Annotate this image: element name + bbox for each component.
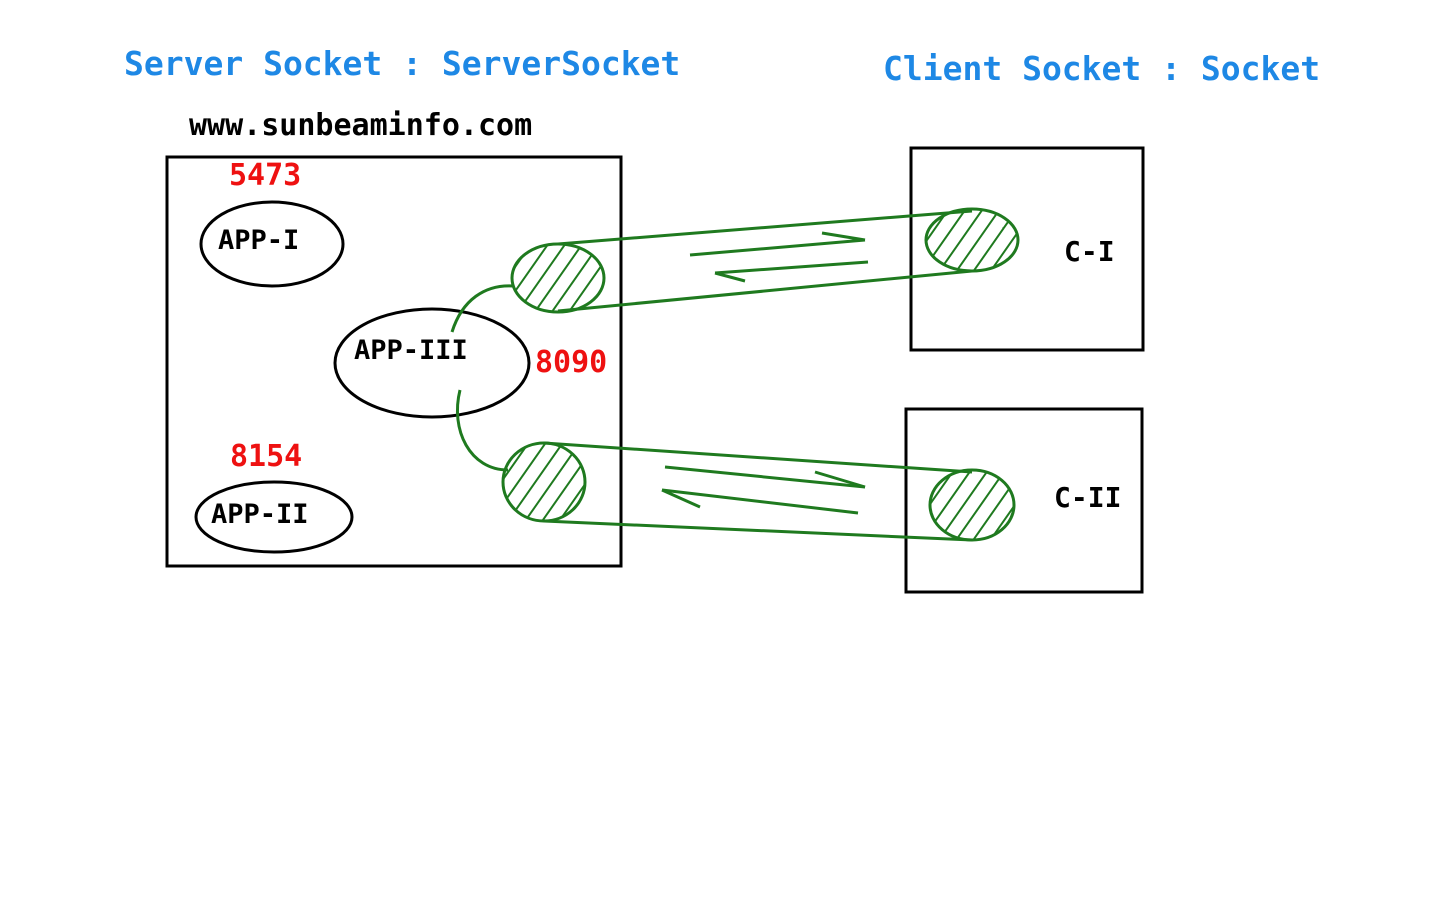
app-iii-ellipse (333, 307, 531, 419)
app-ii-ellipse (194, 480, 354, 554)
app-iii-port: 8090 (535, 345, 608, 380)
app-ii-port: 8154 (230, 439, 303, 474)
app-i-label: APP-I (218, 225, 300, 256)
app-i-port: 5473 (229, 158, 302, 193)
server-socket-end-c1 (510, 242, 606, 314)
server-socket-heading: Server Socket : ServerSocket (124, 44, 681, 83)
client-box-c1 (909, 146, 1145, 352)
client-socket-end-c1 (924, 207, 1020, 273)
server-socket-end-c2 (501, 441, 587, 523)
app-ii-label: APP-II (211, 499, 309, 530)
client-box-c2 (904, 407, 1144, 594)
connection-c2 (455, 389, 973, 542)
server-box (165, 155, 623, 568)
app-iii-label: APP-III (354, 335, 468, 366)
client-socket-heading: Client Socket : Socket (883, 49, 1321, 88)
server-host-label: www.sunbeaminfo.com (189, 108, 533, 143)
connection-c1 (450, 209, 973, 333)
client-c2-label: C-II (1054, 481, 1122, 514)
client-c1-label: C-I (1064, 235, 1115, 268)
app-i-ellipse (199, 200, 345, 288)
client-socket-end-c2 (928, 468, 1016, 542)
